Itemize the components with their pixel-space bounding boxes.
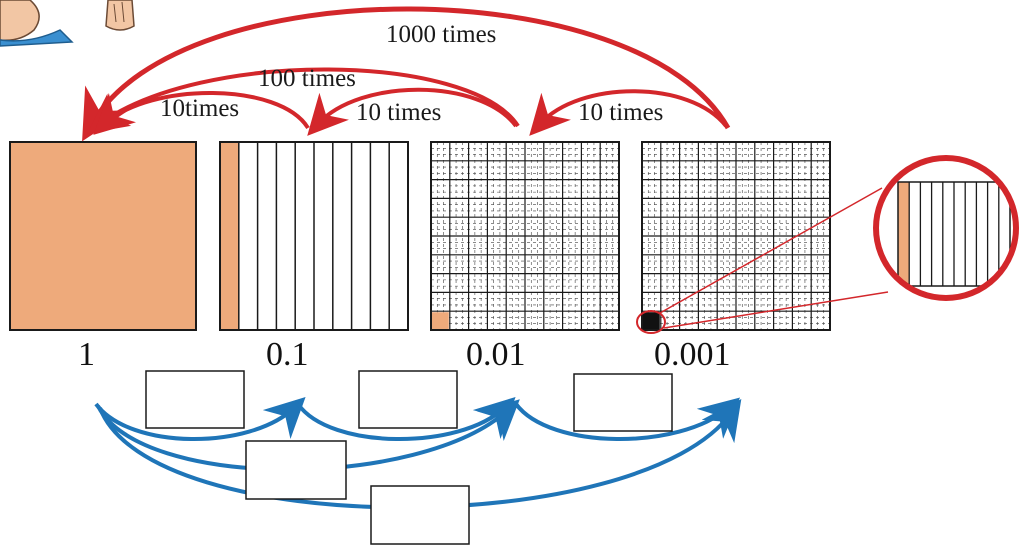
label-10-times-c: 10 times — [578, 99, 663, 126]
answer-box-1[interactable] — [145, 370, 245, 429]
whole-square — [9, 141, 197, 331]
blue-arrow-1-to-0-1 — [94, 396, 306, 441]
answer-box-2[interactable] — [358, 370, 458, 429]
answer-box-3[interactable] — [573, 373, 673, 432]
arrow-10-times-b — [307, 87, 518, 136]
label-100-times: 100 times — [258, 65, 356, 92]
value-label-0-1: 0.1 — [266, 336, 309, 373]
label-1000-times: 1000 times — [386, 21, 496, 48]
arrow-1000-times — [82, 6, 731, 142]
tenths-square — [219, 141, 409, 331]
label-10-times-a: 10times — [160, 95, 239, 122]
person-illustration — [0, 0, 135, 47]
arrow-100-times — [87, 67, 520, 134]
arrow-10-times-c — [529, 89, 728, 136]
red-arrows — [82, 6, 731, 142]
value-label-0-01: 0.01 — [466, 336, 526, 373]
thousandths-square — [641, 141, 831, 331]
answer-box-5[interactable] — [370, 485, 470, 545]
label-10-times-b: 10 times — [356, 99, 441, 126]
value-label-1: 1 — [78, 336, 95, 373]
value-label-0-001: 0.001 — [654, 336, 731, 373]
hundredths-square — [430, 141, 620, 331]
arrow-10-times-a — [93, 91, 310, 135]
magnifier-circle-icon — [636, 155, 1019, 334]
answer-box-4[interactable] — [245, 440, 347, 500]
